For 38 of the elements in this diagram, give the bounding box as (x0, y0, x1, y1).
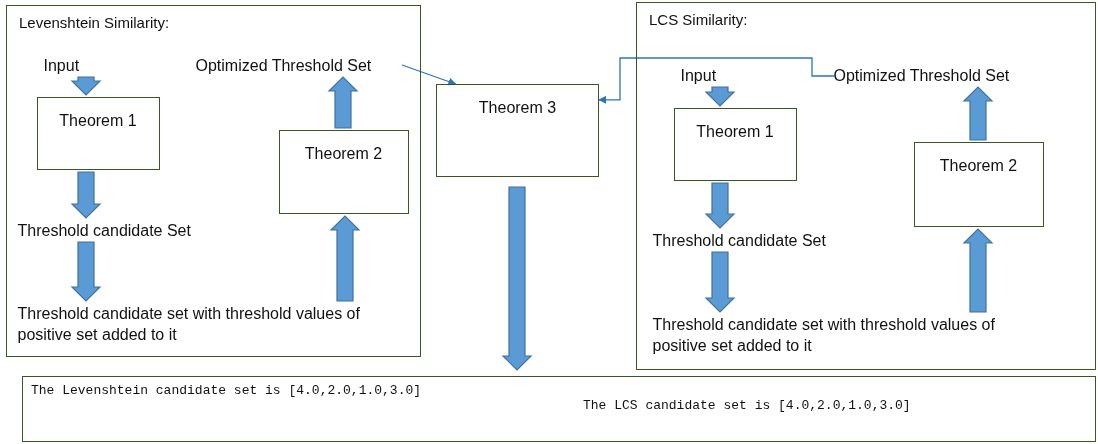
box-label: Theorem 3 (478, 99, 557, 117)
connector-arrow (401, 64, 457, 86)
flow-label: Optimized Threshold Set (833, 64, 1042, 86)
process-box (278, 129, 409, 214)
box-label: Theorem 2 (304, 144, 383, 163)
box-label: Theorem 1 (59, 111, 137, 130)
block-arrow (704, 251, 736, 313)
output-line: The LCS candidate set is [4.0,2.0,1.0,3.0] (583, 398, 911, 413)
flow-label: Input (43, 54, 96, 76)
block-arrow (962, 86, 994, 141)
block-arrow (501, 186, 533, 371)
flow-label: Input (680, 64, 733, 86)
panel-title: Levenshtein Similarity: (19, 14, 170, 31)
box-label: Theorem 2 (939, 156, 1018, 175)
block-arrow (70, 76, 102, 96)
output-line: The Levenshtein candidate set is [4.0,2.0,1.0,3.0] (31, 383, 422, 398)
panel (636, 2, 1096, 370)
flow-label: Threshold candidate set with threshold values of positive set added to it (652, 313, 1051, 356)
block-arrow (327, 76, 359, 129)
block-arrow (70, 171, 102, 219)
block-arrow (70, 241, 102, 302)
flow-label: Threshold candidate Set (17, 219, 228, 241)
process-box (36, 96, 160, 170)
block-arrow (704, 182, 736, 229)
process-box (436, 84, 599, 177)
process-box (673, 107, 797, 181)
flow-label: Threshold candidate Set (652, 229, 863, 251)
flow-label: Optimized Threshold Set (195, 54, 402, 76)
block-arrow (704, 86, 736, 107)
flow-label: Threshold candidate set with threshold values of positive set added to it (17, 302, 416, 345)
block-arrow (329, 215, 361, 302)
box-label: Theorem 1 (696, 122, 774, 141)
block-arrow (962, 228, 994, 313)
connector-arrow (598, 57, 835, 104)
panel-title: LCS Similarity: (649, 11, 748, 28)
output-box (22, 376, 1096, 442)
process-box (913, 141, 1044, 227)
panel (6, 5, 421, 357)
